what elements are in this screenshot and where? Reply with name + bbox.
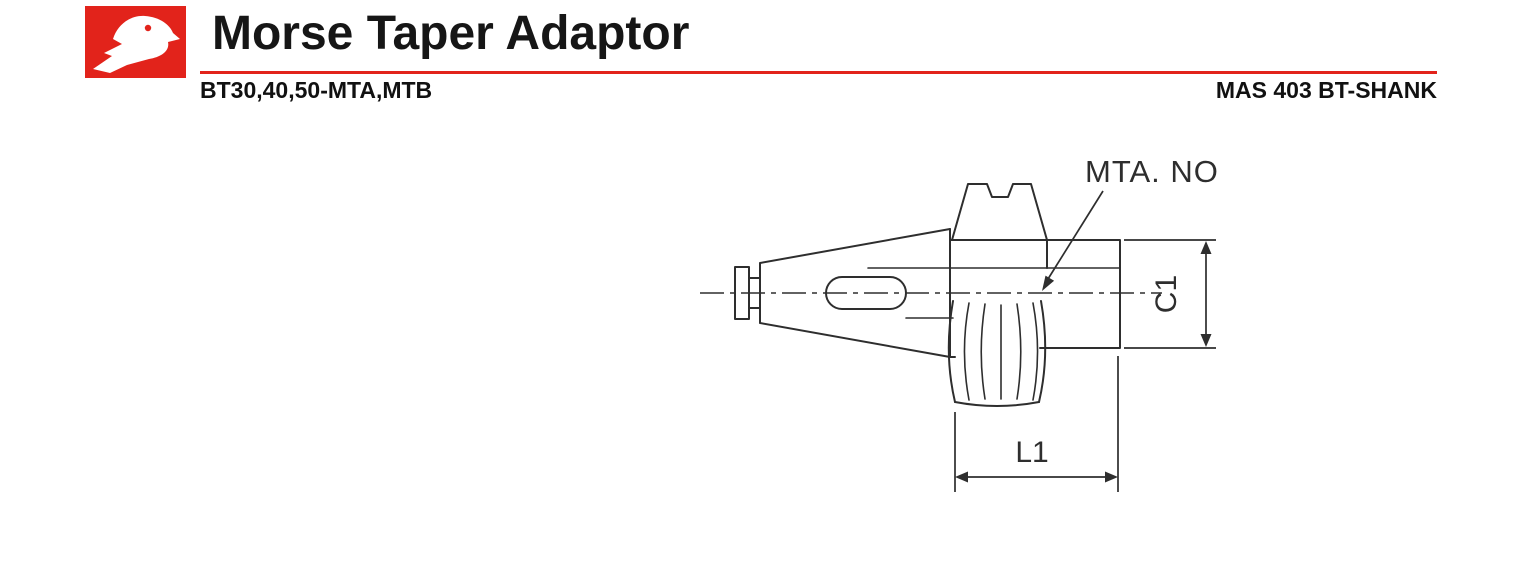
part-outline xyxy=(734,183,1121,358)
label-c1: C1 xyxy=(1150,275,1183,313)
c1-arrow-up xyxy=(1200,241,1212,254)
nose-groove-line xyxy=(1016,303,1022,400)
taper-sleeve-nose xyxy=(947,300,1047,407)
nose-left-edge xyxy=(947,300,956,403)
header-rule xyxy=(200,71,1437,74)
flange-crest xyxy=(951,183,1048,269)
brand-eagle-logo-icon xyxy=(85,6,186,78)
label-l1: L1 xyxy=(1015,436,1048,469)
subtitle-row: BT30,40,50-MTA,MTB MAS 403 BT-SHANK xyxy=(200,77,1437,104)
model-range-label: BT30,40,50-MTA,MTB xyxy=(200,77,433,103)
eagle-silhouette xyxy=(93,15,180,73)
l1-arrow-right xyxy=(1105,471,1118,483)
c1-arrow-down xyxy=(1200,334,1212,347)
l1-dim-lines xyxy=(954,356,1119,492)
body-cylinder xyxy=(1039,239,1121,349)
dimension-c1: C1 xyxy=(1124,239,1216,349)
leader-mta-no: MTA. NO xyxy=(1042,154,1219,291)
nose-right-edge xyxy=(1038,300,1047,403)
c1-dim-lines xyxy=(1124,239,1216,349)
mta-leader-line xyxy=(1047,190,1104,280)
eagle-eye xyxy=(144,24,152,32)
nose-groove-line xyxy=(980,303,986,400)
mta-leader-arrow xyxy=(1042,275,1055,291)
nose-groove-line xyxy=(963,302,970,401)
bore-lines xyxy=(867,267,1121,319)
nose-groove-line xyxy=(1032,302,1039,401)
dimension-l1: L1 xyxy=(954,356,1119,492)
page-title: Morse Taper Adaptor xyxy=(212,7,690,60)
nose-bottom-edge xyxy=(954,401,1040,407)
l1-arrow-left xyxy=(955,471,968,483)
pull-stud-neck xyxy=(748,277,761,309)
label-mta-no: MTA. NO xyxy=(1085,154,1219,189)
shank-standard-label: MAS 403 BT-SHANK xyxy=(1215,77,1437,103)
